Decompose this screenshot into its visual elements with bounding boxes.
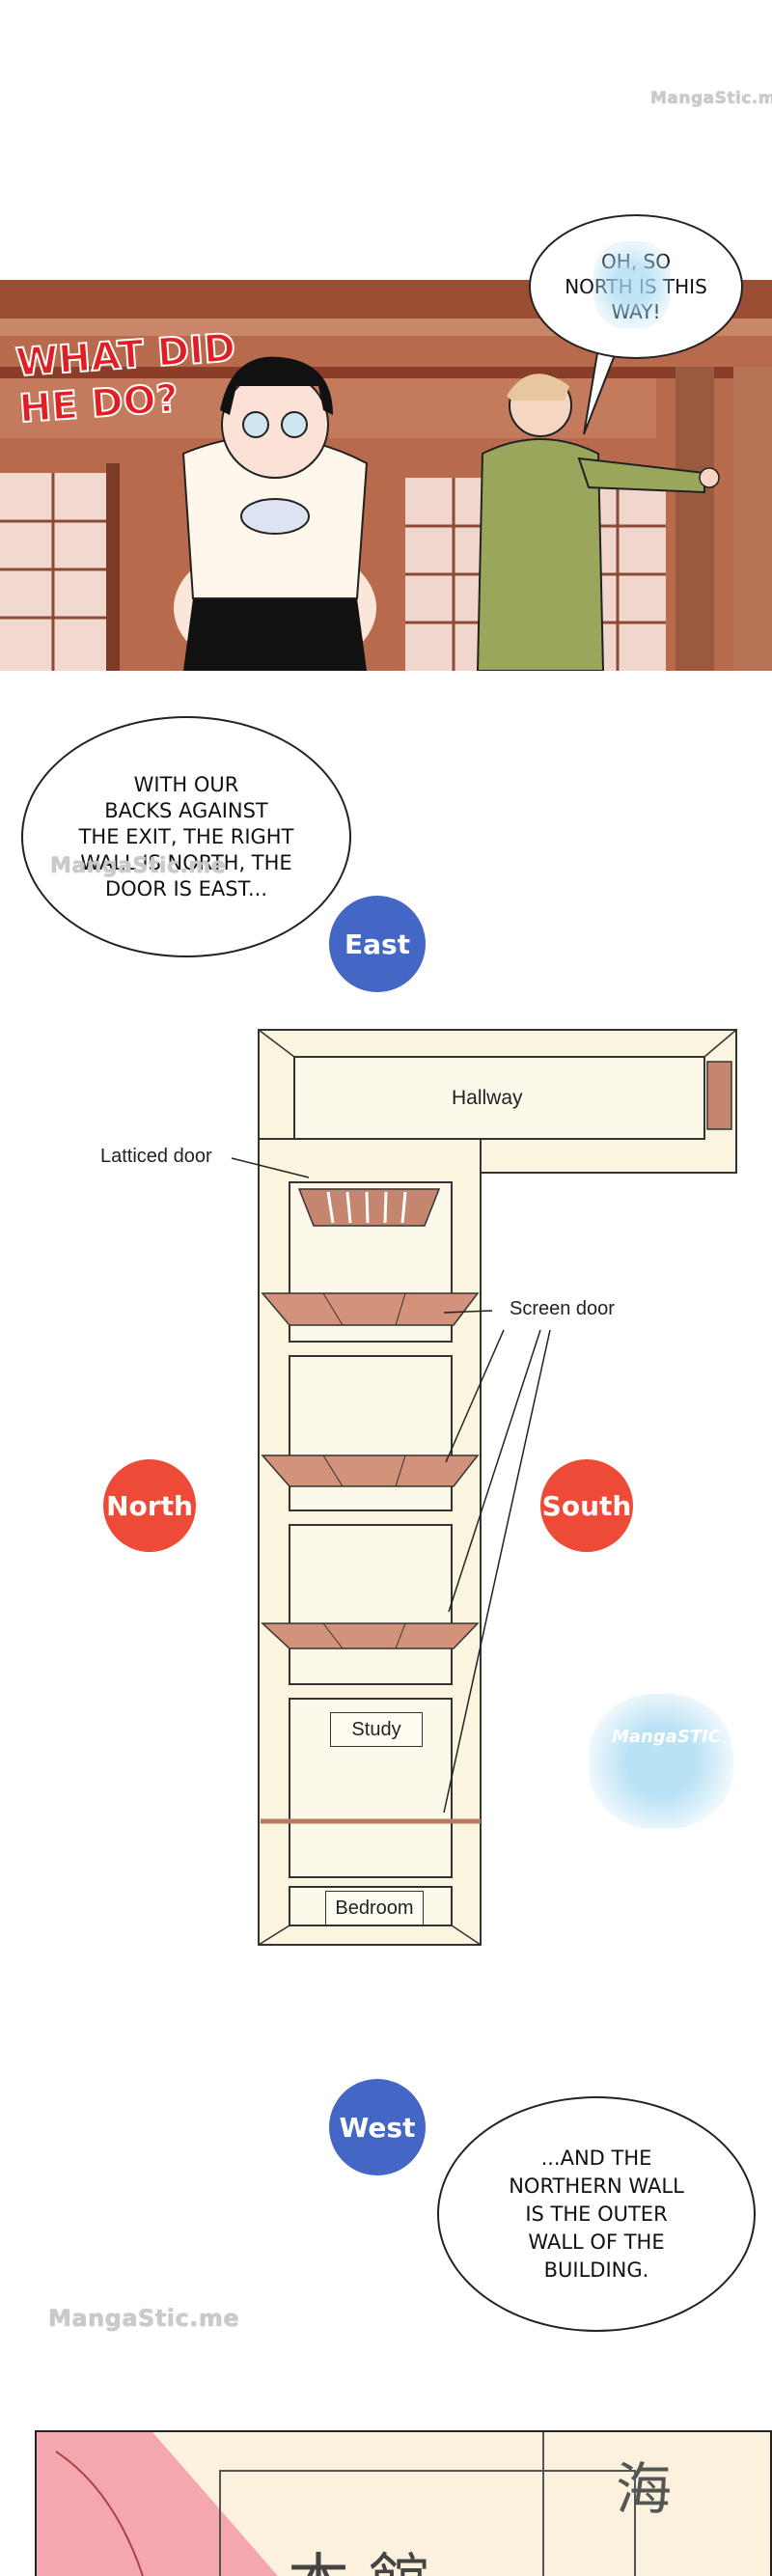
kanji-right: 海 [616,2456,673,2522]
logo-watermark-1 [593,241,671,328]
panel-3-artwork [37,2432,636,2576]
speech-bubble-northern-wall: ...AND THE NORTHERN WALL IS THE OUTER WA… [437,2096,756,2332]
floor-plan [231,1029,737,1946]
watermark-bottom: MangaStic.me [48,2305,240,2332]
compass-east: East [329,896,426,992]
label-study: Study [330,1712,423,1747]
watermark-middle: MangaStic.me [50,854,227,878]
sfx-what-did-he-do: WHAT DID HE DO? [14,325,238,433]
latticed-door-shape [297,1188,441,1227]
label-bedroom: Bedroom [325,1891,424,1925]
label-screen-door: Screen door [510,1298,615,1319]
speech-bubble-explanation: WITH OUR BACKS AGAINST THE EXIT, THE RIG… [21,716,351,957]
bubble-1-tail [583,347,620,435]
watermark-top: MangaStic.me [650,89,772,108]
compass-south: South [540,1459,633,1552]
label-latticed-door: Latticed door [100,1146,212,1167]
compass-west: West [329,2079,426,2175]
logo-watermark-2: MangaSTIC [589,1694,733,1829]
manga-panel-3: 海 本館 [35,2430,772,2576]
compass-north: North [103,1459,196,1552]
logo-text: MangaSTIC [612,1727,722,1747]
label-hallway: Hallway [452,1087,523,1109]
kanji-center: 本館 [288,2534,450,2576]
